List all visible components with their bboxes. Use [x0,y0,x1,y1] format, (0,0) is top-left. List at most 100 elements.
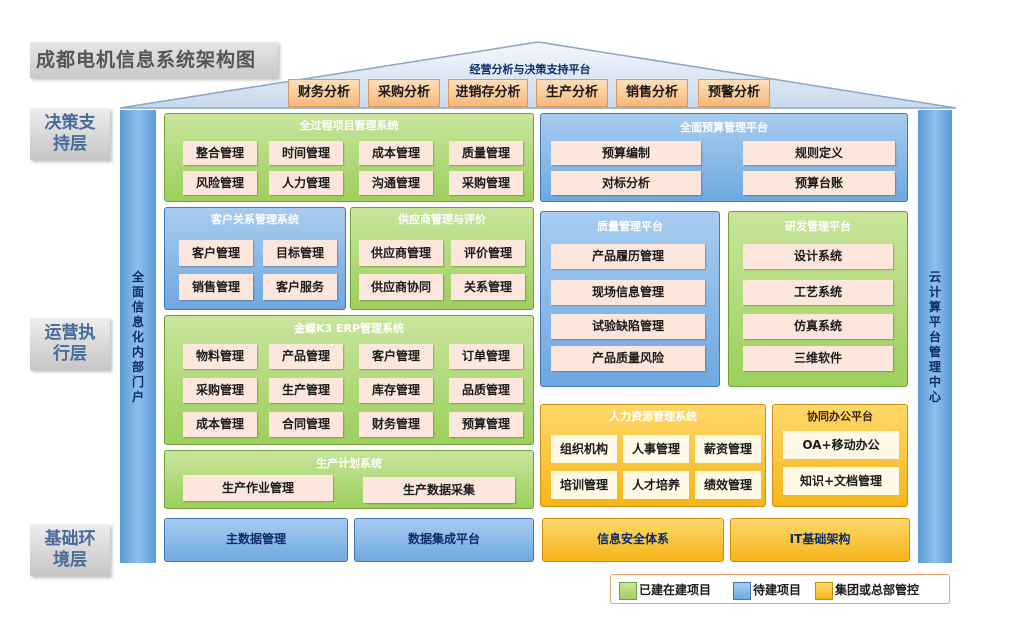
legend-swatch-built [619,582,637,600]
right-char: 计 [928,285,941,299]
right-cloud-column: 云 计 算 平 台 管 理 中 心 [918,110,952,563]
legend-label-pending: 待建项目 [753,583,802,597]
quality-item: 试验缺陷管理 [551,314,705,339]
budget-title: 全面预算管理平台 [680,121,768,134]
supplier-item: 供应商管理 [359,240,443,266]
left-char: 全 [131,270,144,284]
left-char: 化 [131,330,144,344]
roof-item-procurement: 采购分析 [368,79,440,107]
rnd-item: 仿真系统 [743,314,893,339]
legend-label-built: 已建在建项目 [639,583,712,597]
layer-foundation-text: 基础环境层 [44,529,96,570]
left-char: 息 [131,315,144,329]
hr-title: 人力资源管理系统 [609,410,697,423]
supplier-item: 关系管理 [451,274,525,300]
budget-item: 规则定义 [743,141,895,165]
right-char: 平 [928,315,941,329]
rnd-item: 三维软件 [743,346,893,371]
office-item: OA+移动办公 [783,431,899,459]
budget-item: 预算编制 [551,141,701,165]
office-panel: 协同办公平台 OA+移动办公 知识+文档管理 [772,404,908,507]
production-plan-item: 生产数据采集 [363,477,515,503]
project-item: 整合管理 [183,141,257,165]
hr-item: 人事管理 [623,435,689,463]
erp-panel: 金蝶K3 ERP管理系统 物料管理 产品管理 客户管理 订单管理 采购管理 生产… [164,315,534,445]
project-item: 风险管理 [183,171,257,195]
quality-item: 产品质量风险 [551,346,705,371]
supplier-panel: 供应商管理与评价 供应商管理 评价管理 供应商协同 关系管理 [350,207,534,310]
crm-item: 销售管理 [179,274,253,300]
erp-item: 品质管理 [449,378,523,403]
office-title: 协同办公平台 [807,410,873,423]
erp-item: 库存管理 [359,378,433,403]
office-item: 知识+文档管理 [783,467,899,495]
hr-item: 组织机构 [551,435,617,463]
erp-item: 财务管理 [359,412,433,437]
left-portal-label: 全 面 信 息 化 内 部 门 户 [120,270,156,405]
left-char: 户 [131,390,144,404]
foundation-it-infrastructure: IT基础架构 [730,518,910,562]
foundation-info-security: 信息安全体系 [542,518,724,562]
roof-item-warning: 预警分析 [698,79,770,107]
quality-item: 产品履历管理 [551,244,705,269]
project-item: 时间管理 [269,141,343,165]
erp-item: 预算管理 [449,412,523,437]
erp-item: 订单管理 [449,344,523,369]
supplier-item: 供应商协同 [359,274,443,300]
erp-item: 成本管理 [183,412,257,437]
hr-item: 绩效管理 [695,471,761,499]
erp-item: 客户管理 [359,344,433,369]
diagram-title: 成都电机信息系统架构图 [30,42,278,78]
supplier-title: 供应商管理与评价 [398,213,486,226]
quality-title: 质量管理平台 [597,220,663,233]
crm-item: 客户管理 [179,240,253,266]
right-char: 心 [928,390,941,404]
production-plan-item: 生产作业管理 [183,475,333,501]
production-plan-panel: 生产计划系统 生产作业管理 生产数据采集 [164,450,534,509]
left-char: 部 [131,360,144,374]
right-char: 云 [928,270,941,284]
layer-decision-label: 决策支持层 [30,108,110,160]
right-char: 理 [928,360,941,374]
rnd-panel: 研发管理平台 设计系统 工艺系统 仿真系统 三维软件 [728,211,908,387]
foundation-master-data: 主数据管理 [164,518,348,562]
roof-item-inventory: 进销存分析 [448,79,528,107]
legend-swatch-pending [733,582,751,600]
layer-foundation-label: 基础环境层 [30,524,110,576]
right-cloud-label: 云 计 算 平 台 管 理 中 心 [918,270,952,405]
budget-item: 对标分析 [551,171,701,195]
legend: 已建在建项目 待建项目 集团或总部管控 [610,574,950,604]
right-char: 算 [928,300,941,314]
legend-label-group: 集团或总部管控 [835,583,920,597]
roof-item-finance: 财务分析 [288,79,360,107]
quality-panel: 质量管理平台 产品履历管理 现场信息管理 试验缺陷管理 产品质量风险 [540,211,720,387]
right-char: 台 [928,330,941,344]
supplier-item: 评价管理 [451,240,525,266]
hr-panel: 人力资源管理系统 组织机构 人事管理 薪资管理 培训管理 人才培养 绩效管理 [540,404,766,507]
production-plan-title: 生产计划系统 [316,457,382,470]
project-item: 成本管理 [359,141,433,165]
hr-item: 人才培养 [623,471,689,499]
project-mgmt-title: 全过程项目管理系统 [299,119,399,132]
right-char: 管 [928,345,941,359]
hr-item: 培训管理 [551,471,617,499]
layer-decision-text: 决策支持层 [44,113,96,154]
layer-operation-label: 运营执行层 [30,318,110,370]
erp-item: 采购管理 [183,378,257,403]
legend-swatch-group [815,582,833,600]
rnd-item: 工艺系统 [743,280,893,305]
project-item: 质量管理 [449,141,523,165]
budget-item: 预算台账 [743,171,895,195]
rnd-title: 研发管理平台 [785,220,851,233]
rnd-item: 设计系统 [743,244,893,269]
foundation-data-integration: 数据集成平台 [354,518,534,562]
erp-item: 产品管理 [269,344,343,369]
quality-item: 现场信息管理 [551,280,705,305]
right-char: 中 [928,375,941,389]
erp-item: 物料管理 [183,344,257,369]
left-char: 信 [131,300,144,314]
left-char: 门 [131,375,144,389]
crm-item: 客户服务 [263,274,337,300]
roof-title: 经营分析与决策支持平台 [469,63,591,76]
erp-item: 合同管理 [269,412,343,437]
